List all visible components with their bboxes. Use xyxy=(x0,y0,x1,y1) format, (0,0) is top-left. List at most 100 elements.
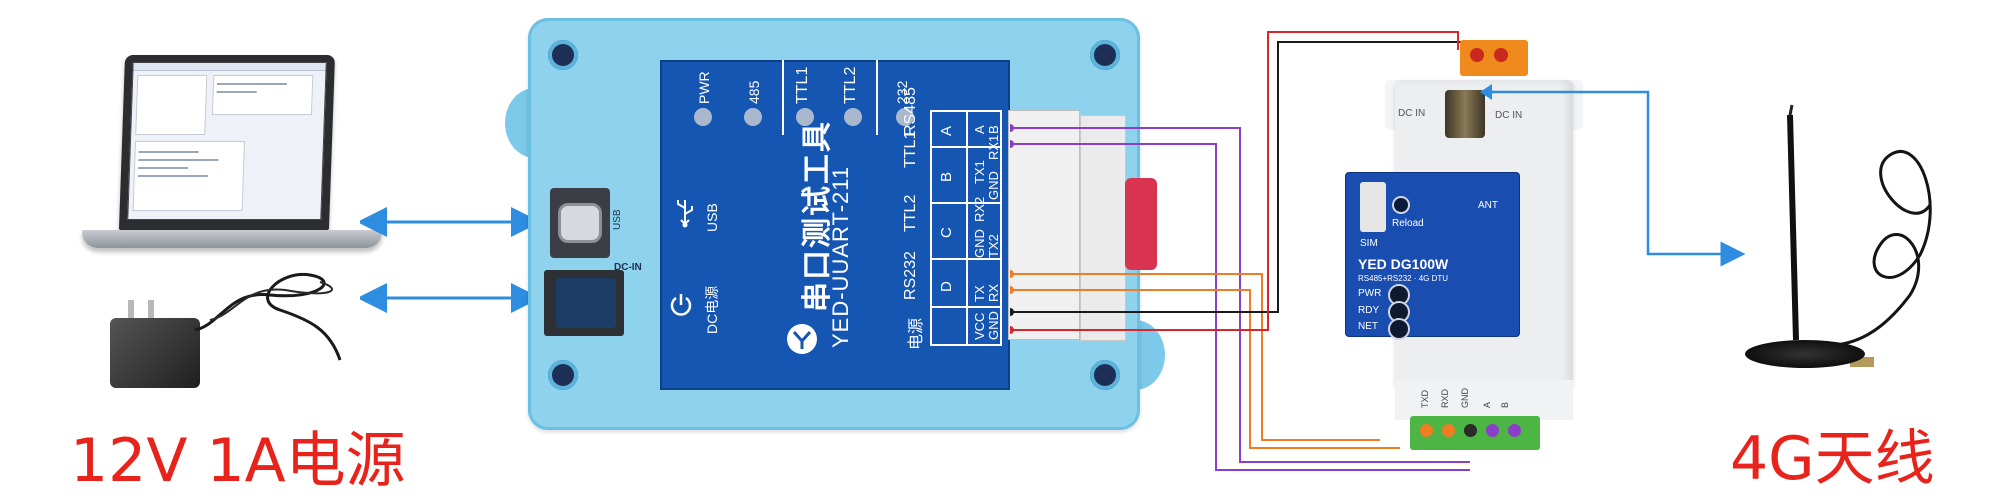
terminal-strip xyxy=(1008,110,1080,340)
led-label-pwr: PWR xyxy=(696,71,712,104)
connection-arrows xyxy=(360,207,540,313)
text-line xyxy=(138,151,199,153)
laptop-base xyxy=(82,230,382,248)
bottom-pin-label: GND xyxy=(1460,388,1470,408)
sim-label: SIM xyxy=(1360,238,1378,249)
status-label-pwr: PWR xyxy=(1358,288,1382,299)
dc-power-label: DC电源 xyxy=(704,285,720,334)
pin-label: TX2 xyxy=(986,234,1001,258)
text-line xyxy=(216,83,288,85)
text-line xyxy=(138,159,219,161)
adapter-cable xyxy=(194,272,342,361)
reload-button[interactable] xyxy=(1394,198,1408,212)
terminal-screw xyxy=(1470,48,1484,62)
cable-clip xyxy=(1125,178,1157,270)
dtu-dc-in-label-2: DC IN xyxy=(1495,110,1523,121)
antenna-magnetic-base xyxy=(1745,340,1865,368)
dtu-bottom xyxy=(1395,380,1573,420)
power-supply-caption: 12V 1A电源 xyxy=(70,426,406,496)
panel-divider xyxy=(876,60,878,135)
usb-icon xyxy=(677,200,693,228)
status-label-net: NET xyxy=(1358,321,1378,332)
interface-label-rs485: RS485 xyxy=(902,87,919,136)
interface-label-power: 电源 xyxy=(908,317,925,350)
terminal-screw xyxy=(1464,424,1477,437)
screw-hole xyxy=(548,40,578,70)
pin-label: A xyxy=(972,125,987,134)
bottom-pin-label: RXD xyxy=(1440,388,1450,408)
bottom-pin-label: B xyxy=(1500,401,1510,408)
dc-jack-socket xyxy=(556,278,616,328)
app-window xyxy=(135,75,208,135)
led-ttl1 xyxy=(796,108,814,126)
power-icon xyxy=(670,294,692,316)
window-titlebar xyxy=(133,63,326,71)
led-ttl2 xyxy=(844,108,862,126)
wire-rs485-a xyxy=(1010,127,1470,463)
sim-slot[interactable] xyxy=(1360,182,1386,232)
adapter-prong xyxy=(148,300,154,322)
text-line xyxy=(216,91,257,93)
status-led-rdy xyxy=(1390,303,1408,321)
adapter-prong xyxy=(128,300,134,322)
led-label-ttl1: TTL1 xyxy=(794,66,811,104)
pin-table-row xyxy=(930,202,1002,204)
adapter-body xyxy=(110,318,200,388)
column-label-b: B xyxy=(938,171,955,182)
app-window xyxy=(211,75,314,115)
text-line xyxy=(138,167,189,169)
led-485 xyxy=(744,108,762,126)
pin-table-row xyxy=(930,258,1002,260)
antenna-body xyxy=(1787,104,1932,367)
usb-label: USB xyxy=(704,203,720,232)
screw-hole xyxy=(1090,40,1120,70)
terminal-screw xyxy=(1508,424,1521,437)
antenna-arrow xyxy=(1480,84,1746,267)
terminal-screw xyxy=(1442,424,1455,437)
bottom-pin-label: TXD xyxy=(1420,390,1430,408)
wire-tx xyxy=(1010,273,1380,441)
screw-hole xyxy=(1090,360,1120,390)
terminal-screw xyxy=(1486,424,1499,437)
antenna-link-arrow xyxy=(1482,90,1746,267)
pin-label: RX xyxy=(986,283,1001,302)
dtu-dc-in-label: DC IN xyxy=(1398,108,1426,119)
interface-label-rs232: RS232 xyxy=(902,251,919,300)
usb-port-label: USB xyxy=(612,209,623,230)
pin-label: RX2 xyxy=(972,196,987,222)
laptop-display xyxy=(127,62,327,220)
screw-hole xyxy=(548,360,578,390)
column-label-d: D xyxy=(938,281,955,292)
reload-label: Reload xyxy=(1392,218,1424,229)
terminal-screw xyxy=(1494,48,1508,62)
status-led-net xyxy=(1390,320,1408,338)
pin-table-row xyxy=(930,306,1002,308)
status-label-rdy: RDY xyxy=(1358,305,1380,316)
pin-label: GND xyxy=(986,171,1001,200)
antenna-connector[interactable] xyxy=(1445,90,1485,138)
tool-panel xyxy=(660,60,1010,390)
tool-model: YED-UUART-211 xyxy=(828,165,853,348)
dc-in-label: DC-IN xyxy=(614,262,642,273)
pin-label: B xyxy=(986,125,1001,134)
pin-label: TX xyxy=(972,285,987,302)
column-label-a: A xyxy=(938,125,955,136)
usb-c-socket xyxy=(558,203,602,243)
led-pwr xyxy=(694,108,712,126)
pin-label: RX1 xyxy=(986,134,1001,160)
wire-vcc xyxy=(1010,31,1459,331)
pin-label: VCC xyxy=(972,312,987,340)
pin-table-row xyxy=(930,146,1002,148)
wire-rs485-b xyxy=(1010,143,1470,471)
brand-logo-icon xyxy=(787,324,817,354)
dtu-subtitle: RS485+RS232 · 4G DTU xyxy=(1358,274,1449,283)
wiring xyxy=(1010,31,1470,471)
led-232 xyxy=(896,108,914,126)
led-label-ttl2: TTL2 xyxy=(842,66,859,104)
panel-divider xyxy=(782,60,784,135)
pin-label: GND xyxy=(972,229,987,258)
interface-label-ttl2: TTL2 xyxy=(902,194,919,232)
text-line xyxy=(137,175,208,177)
dtu-model: YED DG100W xyxy=(1358,256,1449,272)
wire-rx xyxy=(1010,289,1400,449)
